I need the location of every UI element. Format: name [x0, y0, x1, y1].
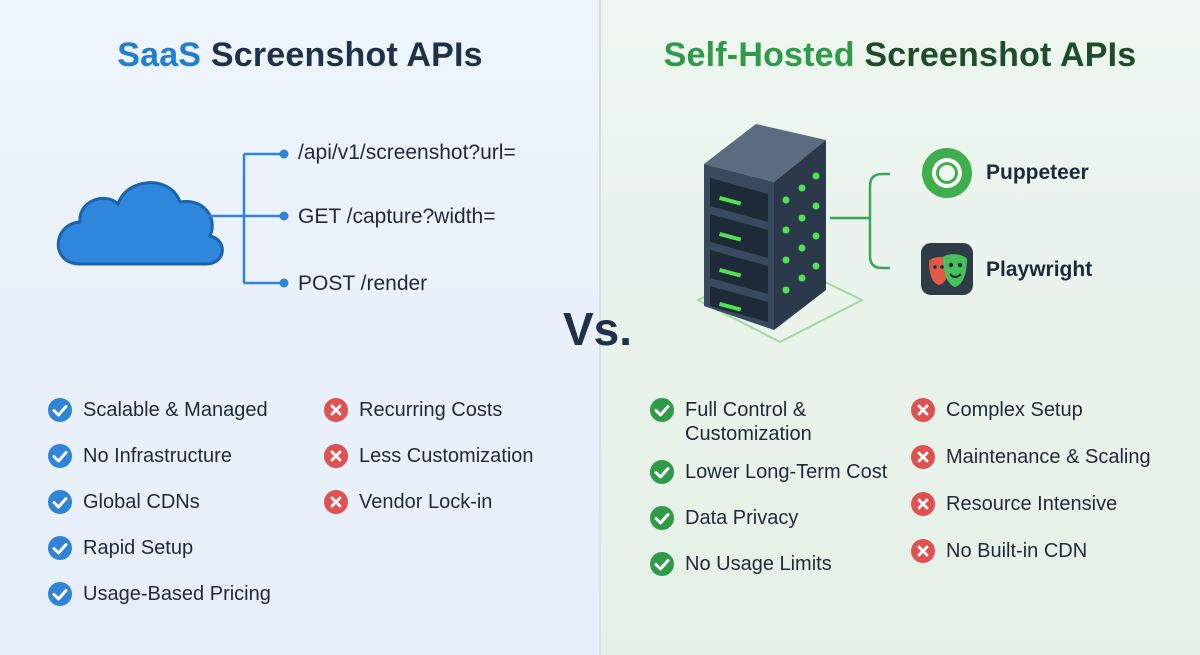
playwright-masks-icon	[921, 243, 973, 295]
self-hosted-title: Self-Hosted Screenshot APIs	[600, 36, 1200, 75]
vs-label: Vs.	[563, 303, 633, 355]
self-hosted-con-item: No Built-in CDN	[946, 540, 1088, 562]
chrome-icon	[921, 147, 973, 199]
self-hosted-title-rest: Screenshot APIs	[864, 36, 1137, 74]
saas-pro-item: Global CDNs	[83, 491, 200, 513]
endpoint-1: /api/v1/screenshot?url=	[298, 141, 516, 164]
check-icon	[650, 552, 674, 576]
self-hosted-con-item: Resource Intensive	[946, 493, 1118, 515]
check-icon	[650, 460, 674, 484]
cross-icon	[911, 492, 935, 516]
endpoint-dot	[279, 149, 289, 159]
saas-con-item: Less Customization	[359, 445, 534, 467]
cross-icon	[911, 445, 935, 469]
self-hosted-pro-item: Full Control &	[685, 399, 807, 421]
tool-puppeteer-label: Puppeteer	[986, 161, 1089, 184]
saas-panel	[0, 0, 600, 655]
endpoint-dot	[279, 278, 289, 288]
cross-icon	[324, 490, 348, 514]
saas-title: SaaS Screenshot APIs	[0, 36, 600, 75]
self-hosted-pro-item: Lower Long-Term Cost	[685, 461, 888, 483]
saas-diagram	[56, 149, 289, 288]
tool-playwright-label: Playwright	[986, 258, 1093, 281]
check-icon	[48, 536, 72, 560]
saas-pro-item: Scalable & Managed	[83, 399, 268, 421]
check-icon	[48, 582, 72, 606]
endpoint-2: GET /capture?width=	[298, 205, 496, 228]
cross-icon	[911, 398, 935, 422]
self-hosted-pro-item-continued: Customization	[685, 423, 812, 445]
cloud-icon	[56, 181, 224, 266]
saas-pro-item: No Infrastructure	[83, 445, 232, 467]
saas-pro-item: Usage-Based Pricing	[83, 583, 271, 605]
tool-connectors	[830, 172, 890, 270]
endpoint-3: POST /render	[298, 272, 428, 295]
self-hosted-con-item: Complex Setup	[946, 399, 1083, 421]
self-hosted-title-accent: Self-Hosted	[663, 36, 855, 74]
check-icon	[48, 490, 72, 514]
server-rack-icon	[695, 124, 865, 344]
check-icon	[48, 398, 72, 422]
saas-pro-item: Rapid Setup	[83, 537, 194, 559]
check-icon	[650, 506, 674, 530]
check-icon	[650, 398, 674, 422]
cross-icon	[324, 444, 348, 468]
server-diagram	[695, 124, 890, 344]
endpoint-connectors	[208, 152, 284, 285]
cross-icon	[324, 398, 348, 422]
saas-title-accent: SaaS	[117, 36, 202, 74]
saas-con-item: Recurring Costs	[359, 399, 503, 421]
check-icon	[48, 444, 72, 468]
self-hosted-panel	[600, 0, 1200, 655]
self-hosted-pro-item: No Usage Limits	[685, 553, 832, 575]
saas-con-item: Vendor Lock-in	[359, 491, 493, 513]
panel-divider	[599, 0, 601, 655]
self-hosted-con-item: Maintenance & Scaling	[946, 446, 1151, 468]
cross-icon	[911, 539, 935, 563]
endpoint-dot	[279, 211, 289, 221]
self-hosted-pro-item: Data Privacy	[685, 507, 799, 529]
saas-title-rest: Screenshot APIs	[210, 36, 483, 74]
